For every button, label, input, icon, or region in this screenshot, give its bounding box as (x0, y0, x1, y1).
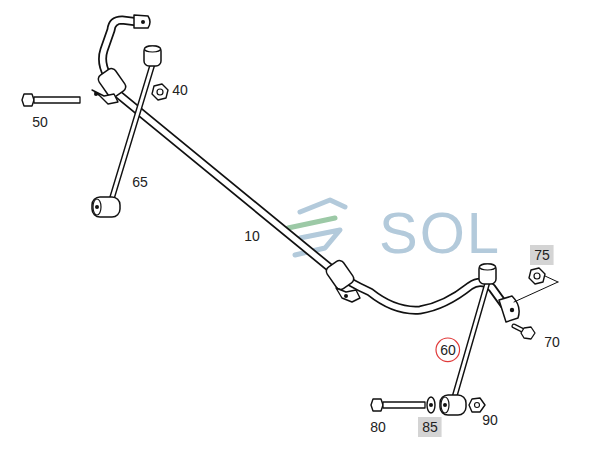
callout-number: 80 (370, 420, 386, 434)
callout-number: 50 (32, 115, 48, 129)
watermark-logo (288, 200, 345, 255)
callout-number: 75 (534, 248, 550, 262)
highlight-box: 85 (418, 417, 442, 437)
callout-number: 60 (440, 343, 456, 357)
highlight-circle: 60 (435, 337, 461, 363)
watermark: SOL (379, 204, 501, 262)
highlight-box: 75 (530, 245, 554, 265)
callout-number: 85 (422, 420, 438, 434)
callout-number: 10 (244, 229, 260, 243)
callout-number: 70 (544, 335, 560, 349)
callout-number: 40 (172, 83, 188, 97)
callout-number: 65 (132, 175, 148, 189)
stabilizer-bar (103, 20, 505, 310)
callout-number: 90 (482, 413, 498, 427)
